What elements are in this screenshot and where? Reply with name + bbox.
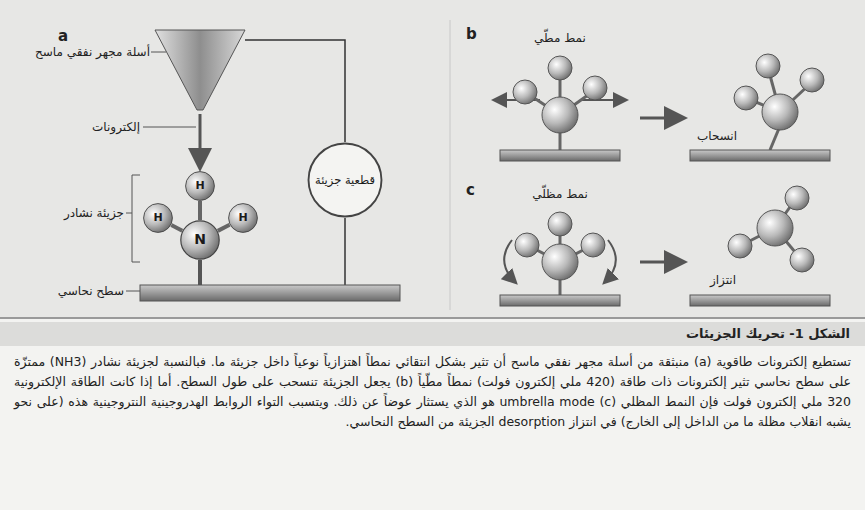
part-label: سطح نحاسي: [10, 283, 124, 299]
atom-text: H: [238, 211, 247, 225]
atom-text: قطعية جزيئة: [315, 173, 375, 187]
part-label: إلكترونات: [10, 119, 140, 135]
hydrogen-atom: H: [228, 203, 258, 233]
meter-circle: قطعية جزيئة: [307, 142, 383, 218]
panel-letter: b: [466, 26, 486, 42]
nitrogen-atom: N: [180, 220, 220, 260]
part-label: جزيئة نشادر: [10, 205, 124, 221]
figure-caption: تستطيع إلكترونات طاقوية (a) منبثقة من أس…: [14, 352, 851, 432]
hydrogen-atom: H: [185, 171, 215, 201]
chemical-bond: [198, 201, 202, 220]
chemical-bond: [218, 225, 230, 231]
hydrogen-atom: H: [143, 203, 173, 233]
atom-text: H: [153, 211, 162, 225]
panel-letter: a: [58, 28, 78, 44]
atom-text: H: [195, 179, 204, 193]
figure-title: الشكل 1- تحريك الجزيئات: [686, 326, 850, 342]
result-label: انسحاب: [690, 128, 744, 144]
mode-label: نمط مطّي: [515, 30, 605, 46]
chemical-bond: [171, 225, 182, 231]
result-label: انتزاز: [696, 272, 750, 288]
part-label: أسلة مجهر نفقي ماسح: [10, 44, 150, 60]
panel-letter: c: [466, 182, 486, 198]
atom-text: N: [194, 231, 206, 249]
mode-label: نمط مظلّي: [515, 186, 605, 202]
